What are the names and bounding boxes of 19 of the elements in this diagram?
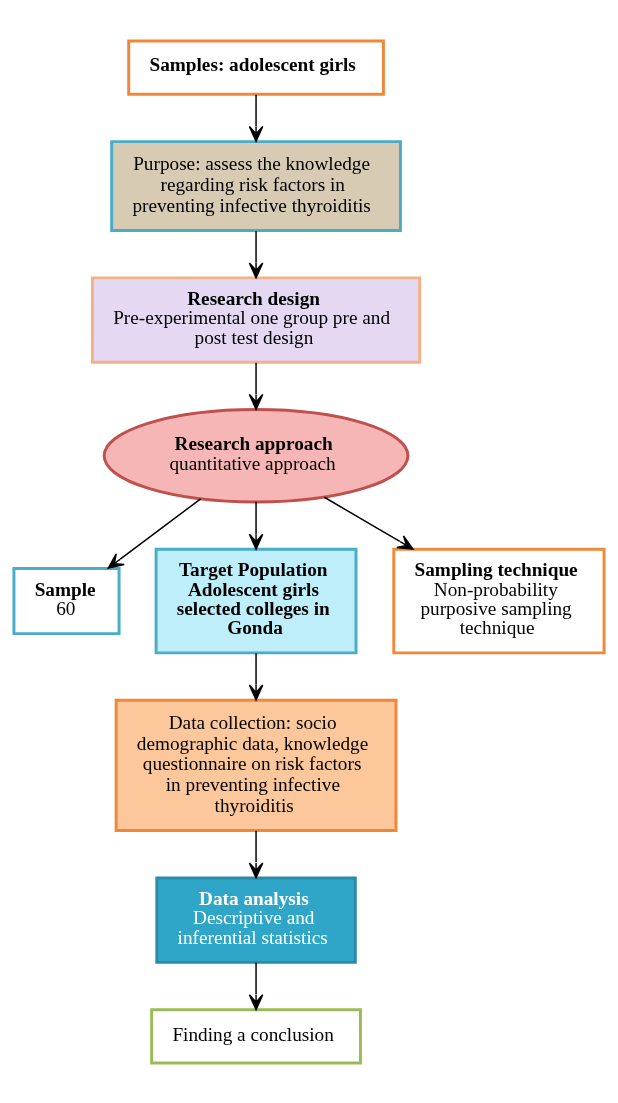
node-box: Data collection: socio demographic data, knowledge questionnaire on risk factors in preventing infective thyroiditis — [114, 698, 398, 832]
node-ellipse: Research approach quantitative approach — [102, 407, 410, 503]
arrow — [323, 496, 414, 550]
arrow — [248, 829, 264, 878]
node-box: Samples: adolescent girls — [127, 38, 385, 96]
node-box: Sampling technique Non-probability purposive sampling technique — [392, 547, 606, 654]
node-box: Research design Pre-experimental one group pre and post test design — [90, 275, 422, 364]
arrow — [107, 497, 202, 569]
arrow — [248, 361, 264, 410]
arrow — [248, 93, 264, 142]
node-box: Finding a conclusion — [150, 1007, 362, 1065]
node-box: Purpose: assess the knowledge regarding risk factors in preventing infective thyroiditis — [110, 139, 402, 232]
node-box: Data analysis Descriptive and inferential statistics — [155, 876, 357, 964]
node-box: Target Population Adolescent girls selected colleges in Gonda — [154, 547, 358, 654]
arrow — [248, 651, 264, 701]
arrow — [248, 961, 264, 1010]
node-box: Sample 60 — [12, 566, 121, 635]
arrow — [248, 500, 264, 550]
arrow — [248, 229, 264, 279]
